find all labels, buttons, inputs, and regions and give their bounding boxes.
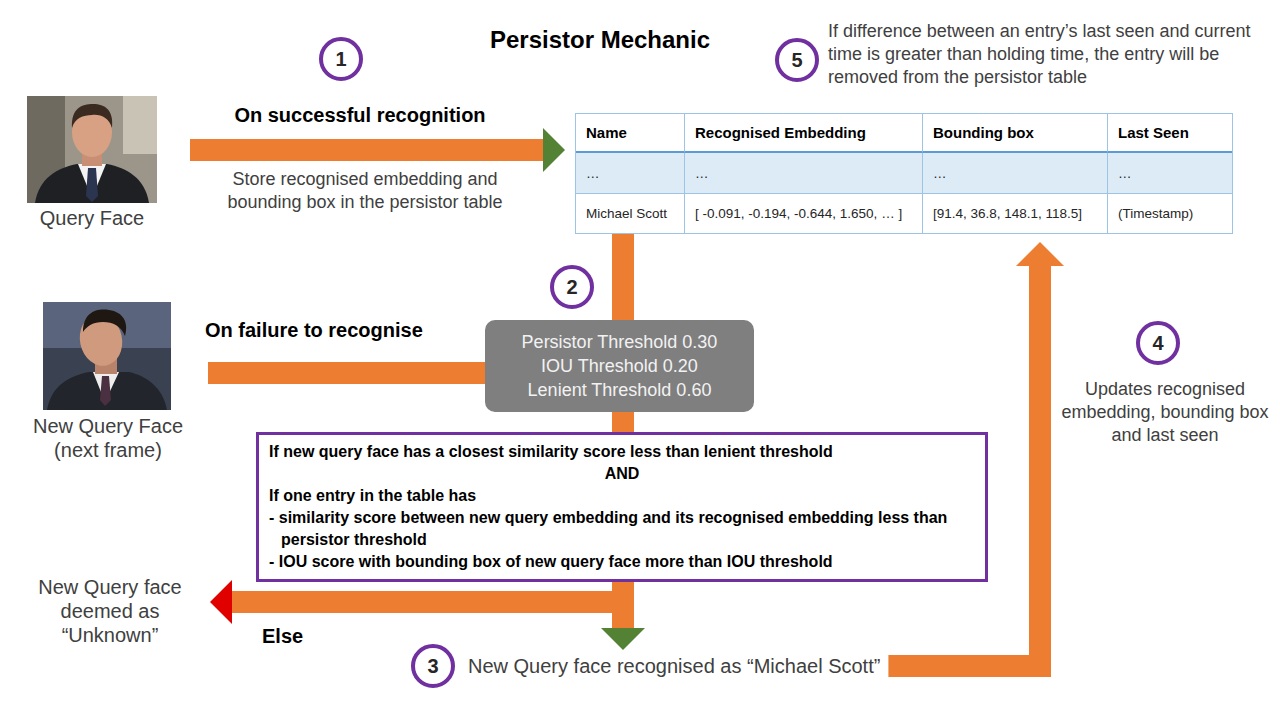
photo-window [123, 96, 157, 154]
persistor-table: NameRecognised EmbeddingBounding boxLast… [575, 113, 1233, 234]
note-text: Store recognised embedding and bounding … [200, 168, 530, 214]
table-cell: Michael Scott [576, 194, 685, 233]
flow-band [190, 139, 543, 161]
arrow-head [210, 580, 232, 624]
threshold-box: Persistor Threshold 0.30IOU Threshold 0.… [485, 320, 754, 412]
photo-background [27, 96, 157, 203]
threshold-text: Persistor Threshold 0.30 [493, 330, 746, 354]
photo-caption: Query Face [12, 206, 172, 230]
threshold-text: Lenient Threshold 0.60 [493, 378, 746, 402]
note-text: Updates recognised embedding, bounding b… [1060, 378, 1270, 447]
photo-caption: New Query Face (next frame) [22, 414, 194, 462]
callout-number: 3 [411, 644, 455, 688]
flow-arrow [623, 412, 624, 432]
face-photo [27, 96, 157, 203]
table-cell: Name [576, 114, 685, 153]
flow-arrow [208, 373, 485, 374]
flow-band [612, 582, 634, 628]
table-cell: … [576, 153, 685, 194]
condition-text: If new query face has a closest similari… [269, 441, 975, 463]
flow-band [232, 582, 623, 602]
condition-box: If new query face has a closest similari… [256, 432, 988, 582]
arrow-head [601, 628, 645, 650]
table-cell: [ -0.091, -0.194, -0.644, 1.650, … ] [685, 194, 923, 233]
suit-shape [47, 372, 167, 410]
callout-number: 4 [1136, 321, 1180, 365]
flow-arrow [190, 128, 565, 172]
flow-band [612, 412, 634, 432]
outcome-text: New Query face deemed as “Unknown” [20, 575, 200, 647]
hair-shape [72, 104, 112, 128]
table-cell: … [923, 153, 1108, 194]
table-cell: Last Seen [1108, 114, 1232, 153]
arrow-head [543, 128, 565, 172]
table-grid: NameRecognised EmbeddingBounding boxLast… [575, 113, 1233, 234]
flow-arrow [601, 582, 645, 650]
face-photo [43, 302, 171, 410]
edge-label: On successful recognition [200, 103, 520, 127]
callout-number: 1 [319, 37, 363, 81]
arrow-head [1016, 242, 1064, 266]
suit-shape [35, 164, 149, 203]
tie-shape [86, 168, 98, 202]
table-cell: (Timestamp) [1108, 194, 1232, 233]
condition-text: - IOU score with bounding box of new que… [269, 551, 975, 573]
flow-band [612, 234, 634, 320]
photo-caption-box: New Query Face (next frame) [22, 302, 194, 462]
edge-label: On failure to recognise [205, 318, 475, 342]
tie-shape [100, 376, 111, 406]
face-shape [75, 310, 127, 370]
outcome-box: New Query face deemed as “Unknown” [20, 575, 200, 647]
diagram-title: Persistor Mechanic [430, 26, 770, 54]
condition-text: If one entry in the table has [269, 485, 975, 507]
table-cell: Recognised Embedding [685, 114, 923, 153]
callout-number: 5 [775, 38, 819, 82]
table-cell: … [1108, 153, 1232, 194]
outcome-box: New Query face recognised as “Michael Sc… [468, 654, 880, 678]
photo-caption-box: Query Face [12, 96, 172, 230]
outcome-text: New Query face recognised as “Michael Sc… [468, 654, 880, 678]
photo-background [43, 302, 171, 410]
table-cell: … [685, 153, 923, 194]
edge-label: Else [262, 624, 332, 648]
table-cell: [91.4, 36.8, 148.1, 118.5] [923, 194, 1108, 233]
table-cell: Bounding box [923, 114, 1108, 153]
note-text: If difference between an entry’s last se… [828, 20, 1253, 89]
condition-text: - similarity score between new query emb… [269, 507, 975, 551]
flow-arrow [623, 234, 624, 320]
flow-arrow [210, 580, 623, 624]
condition-text: AND [269, 463, 975, 485]
callout-number: 2 [550, 265, 594, 309]
flow-band [208, 362, 485, 384]
hair-shape [83, 310, 126, 336]
threshold-text: IOU Threshold 0.20 [493, 354, 746, 378]
